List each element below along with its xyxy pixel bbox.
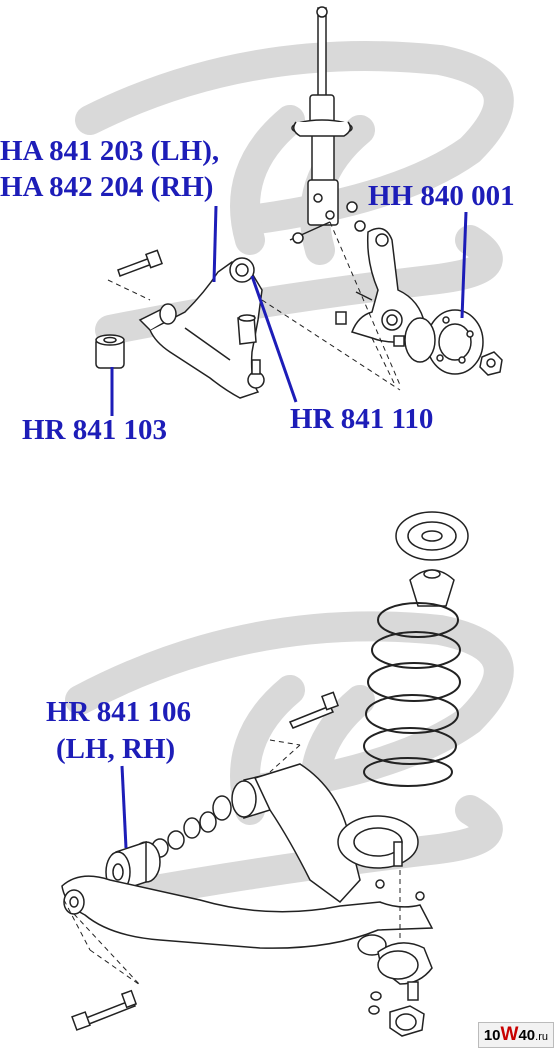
arm-bolt-bottom <box>288 691 339 729</box>
leader-ha <box>212 205 218 283</box>
leader-hh <box>460 211 468 319</box>
leader-hr110 <box>250 275 298 403</box>
steering-knuckle <box>335 227 426 343</box>
leader-hr106 <box>120 765 128 849</box>
label-ha-841-203: HA 841 203 (LH), <box>0 135 220 167</box>
bushing-hr841103 <box>95 334 125 369</box>
label-hh-840-001: HH 840 001 <box>368 180 515 212</box>
label-hr-841-106: HR 841 106 <box>46 696 191 728</box>
leader-lines <box>110 205 468 849</box>
site-watermark-badge: 10W40.ru <box>477 1022 554 1048</box>
arm-bolt-top <box>117 249 163 277</box>
bottom-dashed-guides <box>63 739 401 986</box>
lower-wishbone <box>61 763 434 949</box>
coil-spring <box>363 602 461 787</box>
spring-seat <box>395 511 469 607</box>
wheel-hub <box>393 309 503 376</box>
strut-assembly <box>289 6 366 244</box>
badge-tld: .ru <box>535 1031 548 1043</box>
badge-num: 40 <box>518 1027 536 1044</box>
label-ha-842-204: HA 842 204 (RH) <box>0 171 214 203</box>
lower-control-arm <box>138 257 265 399</box>
badge-prefix: 10 <box>483 1027 501 1044</box>
label-hr-841-103: HR 841 103 <box>22 414 167 446</box>
label-lh-rh: (LH, RH) <box>56 733 176 765</box>
badge-w: W <box>500 1024 519 1045</box>
bottom-long-bolt <box>71 989 138 1031</box>
label-hr-841-110: HR 841 110 <box>290 403 434 435</box>
ball-joint <box>357 934 433 1037</box>
top-dashed-guides <box>107 221 401 391</box>
